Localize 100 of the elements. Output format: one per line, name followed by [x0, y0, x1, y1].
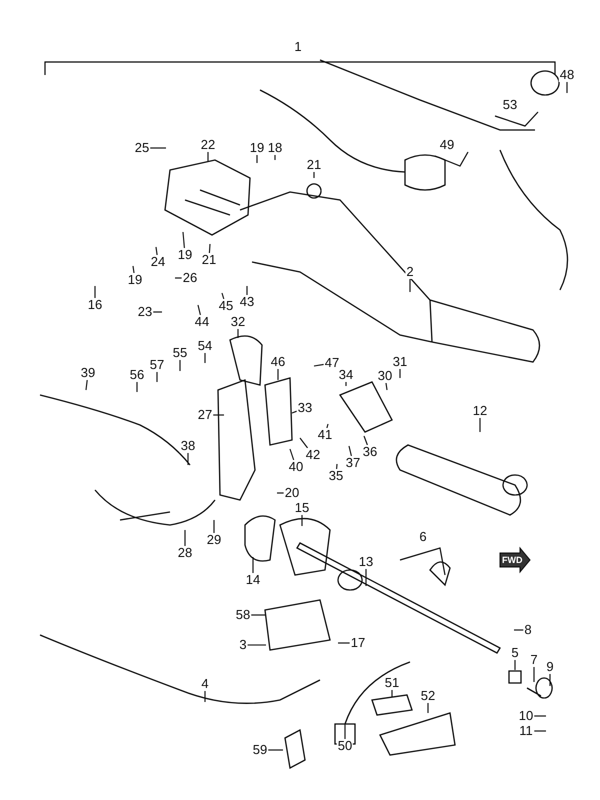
- callout-number: 8: [523, 623, 533, 637]
- leader-line: [150, 147, 166, 149]
- callout-number: 46: [270, 355, 286, 369]
- callout-number: 57: [148, 358, 166, 372]
- leader-line: [153, 311, 162, 313]
- leader-line: [136, 382, 138, 392]
- callout-number: 36: [362, 445, 378, 459]
- callout-number: 28: [176, 546, 194, 560]
- callout-number: 7: [529, 653, 539, 667]
- leader-line: [156, 372, 158, 382]
- leader-line: [94, 286, 96, 298]
- callout-number: 43: [238, 295, 256, 309]
- leader-line: [248, 644, 266, 646]
- leader-line: [566, 82, 568, 93]
- callout-number: 37: [344, 456, 362, 470]
- leader-line: [213, 520, 215, 533]
- callout-number: 11: [518, 724, 534, 738]
- callout-number: 20: [284, 486, 300, 500]
- callout-number: 13: [358, 555, 374, 569]
- callout-number: 47: [324, 356, 340, 370]
- callout-number: 44: [194, 315, 210, 329]
- callout-number: 38: [180, 439, 196, 453]
- leader-line: [208, 244, 211, 254]
- callout-number: 30: [376, 369, 394, 383]
- leader-line: [533, 667, 535, 682]
- leader-line: [246, 286, 248, 295]
- leader-line: [289, 448, 294, 460]
- callout-number: 50: [336, 739, 354, 753]
- leader-line: [237, 329, 239, 338]
- callout-number: 17: [350, 636, 366, 650]
- leader-line: [409, 279, 411, 292]
- leader-line: [277, 369, 279, 380]
- callout-number: 21: [306, 158, 322, 172]
- callout-number: 48: [558, 68, 576, 82]
- callout-number: 59: [252, 743, 268, 757]
- leader-line: [207, 152, 209, 162]
- leader-line: [155, 246, 158, 256]
- callout-number: 19: [126, 273, 144, 287]
- leader-line: [514, 660, 516, 670]
- callout-number: 34: [338, 368, 354, 382]
- leader-line: [184, 530, 186, 546]
- leader-line: [326, 424, 329, 428]
- leader-line: [179, 360, 181, 371]
- leader-line: [197, 304, 201, 316]
- callout-number: 27: [196, 408, 214, 422]
- leader-line: [204, 691, 206, 702]
- leader-line: [313, 172, 315, 178]
- leader-line: [514, 629, 524, 631]
- callout-number: 32: [230, 315, 246, 329]
- callout-number: 33: [296, 401, 314, 415]
- leader-line: [301, 515, 303, 526]
- callout-number: 12: [472, 404, 488, 418]
- callout-number: 14: [244, 573, 262, 587]
- leader-line: [268, 749, 283, 751]
- callout-number: 3: [238, 638, 248, 652]
- callout-number: 58: [234, 608, 252, 622]
- leader-line: [344, 724, 346, 739]
- leader-line: [204, 353, 206, 363]
- callout-number: 42: [304, 448, 322, 462]
- callout-number: 31: [392, 355, 408, 369]
- callout-number: 16: [86, 298, 104, 312]
- callout-number: 56: [128, 368, 146, 382]
- leader-line: [427, 703, 429, 713]
- callout-number: 10: [518, 709, 534, 723]
- leader-line: [399, 369, 401, 378]
- callout-number: 26: [182, 271, 198, 285]
- callout-number: 49: [438, 138, 456, 152]
- callout-number: 21: [200, 253, 218, 267]
- callout-number: 45: [218, 299, 234, 313]
- leader-line: [187, 453, 189, 465]
- leader-line: [534, 730, 546, 732]
- callout-number: 55: [172, 346, 188, 360]
- callout-number: 41: [316, 428, 334, 442]
- callout-number: 39: [80, 366, 96, 380]
- callout-number: 15: [294, 501, 310, 515]
- callout-number: 1: [293, 40, 303, 54]
- callout-number: 19: [248, 141, 266, 155]
- callout-number: 24: [150, 255, 166, 269]
- leader-line: [251, 614, 266, 616]
- leader-line: [85, 380, 88, 390]
- callout-number: 23: [136, 305, 154, 319]
- leader-line: [314, 364, 324, 367]
- leader-line: [213, 414, 224, 416]
- callout-number: 40: [288, 460, 304, 474]
- leader-line: [182, 232, 185, 248]
- callout-number: 29: [206, 533, 222, 547]
- direction-label: FWD: [502, 555, 522, 565]
- leader-line: [549, 674, 551, 686]
- leader-line: [338, 642, 350, 644]
- callout-number: 4: [200, 677, 210, 691]
- callout-number: 2: [405, 265, 415, 279]
- callout-number: 5: [510, 646, 520, 660]
- leader-line: [391, 690, 393, 697]
- callout-number: 52: [420, 689, 436, 703]
- leader-line: [365, 569, 367, 586]
- callout-number: 6: [418, 530, 428, 544]
- leader-line: [274, 155, 276, 160]
- leader-line: [479, 418, 481, 432]
- callout-number: 25: [134, 141, 150, 155]
- leader-line: [385, 382, 388, 390]
